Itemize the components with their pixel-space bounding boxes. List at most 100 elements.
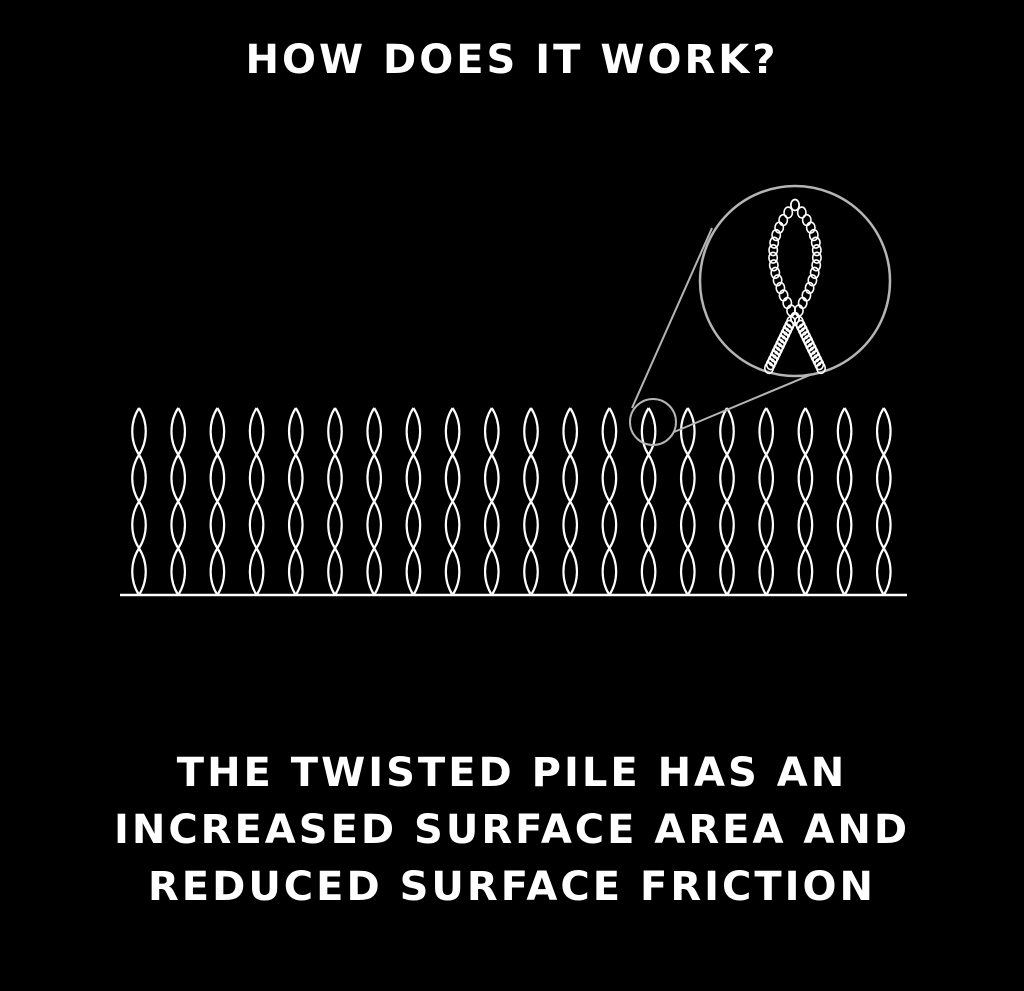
strand-twist-arc bbox=[882, 547, 892, 596]
strand-twist-arc bbox=[523, 547, 532, 596]
magnifier-lens bbox=[698, 184, 892, 378]
strand-twist-arc bbox=[726, 547, 735, 596]
fiber-twist-bead bbox=[768, 251, 779, 264]
strand-twist-arc bbox=[758, 500, 768, 549]
magnified-strand-highlight bbox=[629, 398, 677, 446]
strand-twist-arc bbox=[177, 547, 187, 596]
fiber-twist-bead bbox=[774, 221, 785, 234]
strand-twist-arc bbox=[287, 500, 297, 549]
strand-twist-arc bbox=[608, 454, 618, 503]
fiber-twist-bead bbox=[811, 251, 822, 264]
strand-twist-arc bbox=[170, 407, 180, 456]
strand-twist-arc bbox=[608, 500, 618, 549]
fiber-twist-bead bbox=[768, 259, 779, 272]
strand-twist-arc bbox=[797, 454, 807, 503]
heading: HOW DOES IT WORK? bbox=[245, 37, 779, 83]
pile-strand bbox=[640, 407, 657, 596]
strand-twist-arc bbox=[562, 547, 572, 596]
strand-twist-arc bbox=[647, 547, 657, 596]
strand-twist-arc bbox=[138, 454, 147, 503]
fiber-twist-bead bbox=[810, 236, 821, 249]
strand-twist-arc bbox=[490, 500, 500, 549]
strand-twist-arc bbox=[131, 407, 140, 456]
strand-twist-arc bbox=[726, 454, 735, 503]
strand-twist-arc bbox=[679, 407, 689, 456]
pile-strand bbox=[523, 407, 539, 596]
strand-twist-arc bbox=[294, 454, 304, 503]
strand-twist-arc bbox=[483, 407, 493, 456]
strand-twist-arc bbox=[836, 500, 846, 549]
strand-twist-arc bbox=[882, 454, 892, 503]
strand-twist-arc bbox=[177, 500, 187, 549]
strand-twist-arc bbox=[294, 500, 304, 549]
strand-twist-arc bbox=[719, 500, 728, 549]
strand-twist-arc bbox=[405, 500, 415, 549]
strand-twist-arc bbox=[216, 500, 226, 549]
strand-twist-arc bbox=[804, 547, 814, 596]
strand-twist-arc bbox=[719, 407, 728, 456]
pile-strand bbox=[836, 407, 853, 596]
strand-twist-arc bbox=[686, 407, 696, 456]
strand-twist-arc bbox=[451, 454, 461, 503]
caption: THE TWISTED PILE HAS AN INCREASED SURFAC… bbox=[0, 745, 1024, 916]
fiber-twist-bead bbox=[770, 266, 781, 279]
strand-twist-arc bbox=[530, 500, 539, 549]
strand-twist-arc bbox=[804, 454, 814, 503]
strand-twist-arc bbox=[334, 500, 343, 549]
strand-twist-arc bbox=[294, 547, 304, 596]
strand-twist-arc bbox=[483, 547, 493, 596]
strand-twist-arc bbox=[601, 454, 611, 503]
fiber-twist-bead bbox=[811, 244, 822, 257]
strand-twist-arc bbox=[569, 500, 579, 549]
strand-twist-arc bbox=[327, 500, 336, 549]
pile-strand bbox=[679, 407, 696, 596]
strand-twist-arc bbox=[804, 407, 814, 456]
strand-twist-arc bbox=[569, 454, 579, 503]
strand-twist-arc bbox=[366, 500, 376, 549]
pile-strand bbox=[248, 407, 265, 596]
strand-twist-arc bbox=[366, 454, 376, 503]
strand-twist-arc bbox=[726, 500, 735, 549]
strand-twist-arc bbox=[483, 500, 493, 549]
strand-twist-arc bbox=[444, 407, 454, 456]
pile-strand bbox=[405, 407, 422, 596]
strand-twist-arc bbox=[373, 500, 383, 549]
strand-twist-arc bbox=[523, 454, 532, 503]
fiber-twist-bead bbox=[783, 206, 794, 219]
magnified-twisted-fiber bbox=[763, 198, 826, 375]
strand-twist-arc bbox=[804, 500, 814, 549]
pile-strand bbox=[483, 407, 500, 596]
strand-twist-arc bbox=[209, 454, 219, 503]
strand-twist-arc bbox=[797, 547, 807, 596]
strand-twist-arc bbox=[451, 500, 461, 549]
strand-twist-arc bbox=[530, 547, 539, 596]
strand-twist-arc bbox=[601, 500, 611, 549]
pile-strand bbox=[327, 407, 343, 596]
strand-twist-arc bbox=[248, 454, 258, 503]
pile-strand bbox=[287, 407, 304, 596]
strand-twist-arc bbox=[327, 407, 336, 456]
strand-twist-arc bbox=[405, 407, 415, 456]
strand-twist-arc bbox=[209, 407, 219, 456]
strand-twist-arc bbox=[569, 547, 579, 596]
strand-twist-arc bbox=[483, 454, 493, 503]
strand-twist-arc bbox=[131, 547, 140, 596]
strand-twist-arc bbox=[287, 547, 297, 596]
fiber-twist-bead bbox=[811, 259, 822, 272]
strand-twist-arc bbox=[405, 454, 415, 503]
strand-twist-arc bbox=[373, 454, 383, 503]
strand-twist-arc bbox=[255, 407, 265, 456]
strand-twist-arc bbox=[451, 547, 461, 596]
strand-twist-arc bbox=[287, 407, 297, 456]
strand-twist-arc bbox=[797, 500, 807, 549]
strand-twist-arc bbox=[686, 454, 696, 503]
strand-twist-arc bbox=[875, 407, 885, 456]
strand-twist-arc bbox=[490, 407, 500, 456]
strand-twist-arc bbox=[287, 454, 297, 503]
strand-twist-arc bbox=[608, 407, 618, 456]
strand-twist-arc bbox=[758, 547, 768, 596]
strand-twist-arc bbox=[366, 547, 376, 596]
strand-twist-arc bbox=[216, 547, 226, 596]
strand-twist-arc bbox=[177, 454, 187, 503]
caption-line-3: REDUCED SURFACE FRICTION bbox=[147, 864, 876, 910]
